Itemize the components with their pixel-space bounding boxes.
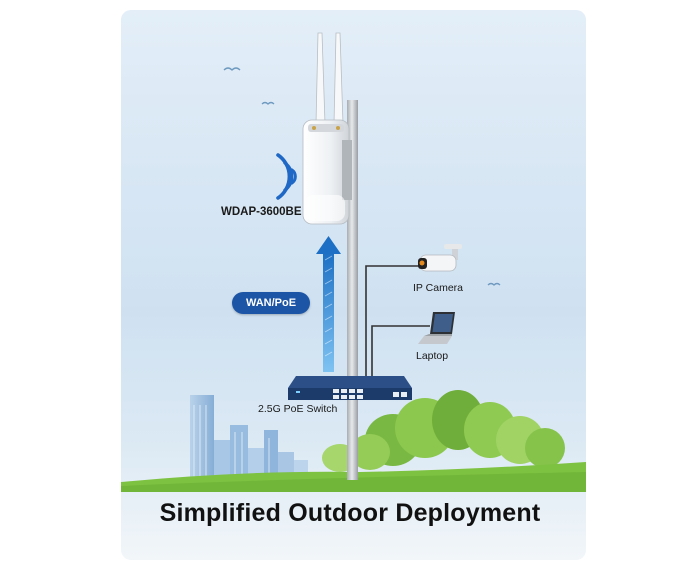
bird-icon: [261, 101, 275, 105]
bird-icon: [487, 282, 501, 286]
trees: [322, 390, 565, 472]
ethernet-cables: [365, 265, 430, 378]
poe-switch-icon: [288, 376, 412, 400]
access-point-icon: [302, 119, 352, 225]
access-point-label: WDAP-3600BE: [221, 206, 302, 218]
ip-camera-label: IP Camera: [413, 282, 463, 294]
laptop-icon: [418, 312, 455, 344]
poe-switch-label: 2.5G PoE Switch: [258, 403, 338, 415]
antenna-icons: [315, 32, 344, 125]
mounting-pole: [347, 100, 358, 480]
wan-poe-badge: WAN/PoE: [232, 292, 310, 314]
bird-icon: [223, 67, 241, 71]
uplink-arrow: [316, 236, 341, 372]
bird-icons: [223, 67, 501, 286]
page-title: Simplified Outdoor Deployment: [159, 499, 541, 527]
ip-camera-icon: [418, 244, 462, 272]
wifi-signal-icon: [276, 153, 297, 200]
laptop-label: Laptop: [416, 350, 449, 362]
